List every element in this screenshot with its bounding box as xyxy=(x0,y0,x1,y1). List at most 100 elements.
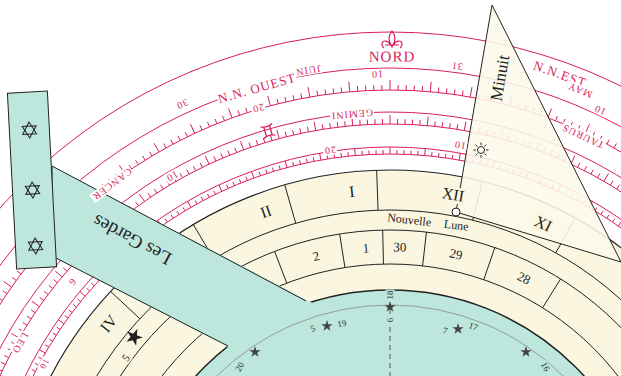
tick xyxy=(367,120,368,125)
tick xyxy=(219,185,222,191)
star-marker xyxy=(122,325,145,348)
tick xyxy=(341,153,342,157)
zodiac-label: CANCER xyxy=(90,165,135,202)
strip xyxy=(7,91,56,269)
star-number: 18 xyxy=(386,290,395,301)
tick xyxy=(271,136,272,141)
tick xyxy=(63,268,67,271)
tick xyxy=(223,116,225,121)
tick xyxy=(32,301,39,306)
sun-symbol xyxy=(474,143,489,158)
tick xyxy=(183,207,185,210)
tick xyxy=(12,278,16,281)
tick xyxy=(604,174,609,182)
tick xyxy=(329,123,331,128)
tick xyxy=(422,86,423,91)
tick xyxy=(266,170,267,174)
gardes-arm: Les Gardes xyxy=(4,84,324,352)
tick xyxy=(53,333,56,335)
tick xyxy=(200,163,202,167)
tick xyxy=(300,94,302,99)
tick xyxy=(584,166,586,170)
arm-outline xyxy=(52,166,306,346)
tick xyxy=(348,82,350,92)
arm-fill xyxy=(52,166,320,349)
tick xyxy=(31,310,35,313)
tick xyxy=(32,369,36,371)
tick xyxy=(49,339,52,341)
tick xyxy=(610,181,613,185)
tick xyxy=(404,119,405,124)
tick xyxy=(456,124,458,129)
tick xyxy=(438,88,440,93)
tick xyxy=(601,211,603,214)
tick xyxy=(607,215,609,218)
tick xyxy=(320,153,321,160)
day-number: 31 xyxy=(449,60,464,72)
tick xyxy=(27,316,31,319)
tick xyxy=(277,99,278,104)
tick xyxy=(229,108,232,117)
tick xyxy=(171,140,173,144)
degree-number: 10 xyxy=(163,168,180,184)
tick xyxy=(45,345,48,347)
tick xyxy=(259,172,260,176)
tick xyxy=(403,150,404,154)
tick xyxy=(414,86,415,91)
day-divider xyxy=(340,234,345,268)
tick xyxy=(285,97,286,102)
tick xyxy=(617,185,620,189)
tick xyxy=(438,153,439,157)
tick xyxy=(246,177,247,181)
tick xyxy=(556,116,558,121)
tick xyxy=(344,121,346,126)
tick xyxy=(3,281,11,287)
tick xyxy=(591,170,593,174)
tick xyxy=(285,132,286,137)
tick xyxy=(325,90,327,95)
degree-number: 10 xyxy=(37,356,51,372)
tick xyxy=(207,194,209,198)
tick xyxy=(434,121,436,126)
tick xyxy=(410,151,411,155)
tick xyxy=(299,160,301,164)
tick xyxy=(268,96,271,106)
tick xyxy=(396,150,397,154)
moon-age-number: 30 xyxy=(392,240,407,253)
tick xyxy=(397,119,398,124)
star-marker xyxy=(249,346,260,357)
degree-number: 10 xyxy=(452,139,467,151)
tick xyxy=(307,127,309,132)
tick xyxy=(55,271,62,277)
day-number: 20 xyxy=(250,101,266,115)
tick xyxy=(445,154,447,158)
tick xyxy=(613,219,615,222)
tick xyxy=(256,140,258,145)
zodiac-glyph xyxy=(261,124,276,139)
tick xyxy=(419,120,420,125)
tick xyxy=(214,156,216,161)
tick xyxy=(452,155,454,159)
star-marker xyxy=(520,346,531,357)
tick xyxy=(368,151,369,155)
star-marker xyxy=(452,323,463,334)
tick xyxy=(53,280,57,283)
pointer-tip xyxy=(452,208,460,216)
tick xyxy=(314,122,316,131)
tick xyxy=(548,108,551,117)
day-number: 30 xyxy=(174,97,191,112)
tick xyxy=(228,151,230,156)
tick xyxy=(464,122,466,131)
tick xyxy=(91,283,94,286)
tick xyxy=(214,191,216,195)
star-number: 6 xyxy=(386,317,395,324)
tick xyxy=(374,119,375,124)
tick xyxy=(233,182,235,186)
tick xyxy=(4,355,8,357)
tick xyxy=(69,310,72,312)
degree-number: 6 xyxy=(66,276,79,289)
tick xyxy=(17,271,21,274)
tick xyxy=(58,320,64,324)
tick xyxy=(40,297,44,300)
moon-age-number: 1 xyxy=(361,241,370,255)
